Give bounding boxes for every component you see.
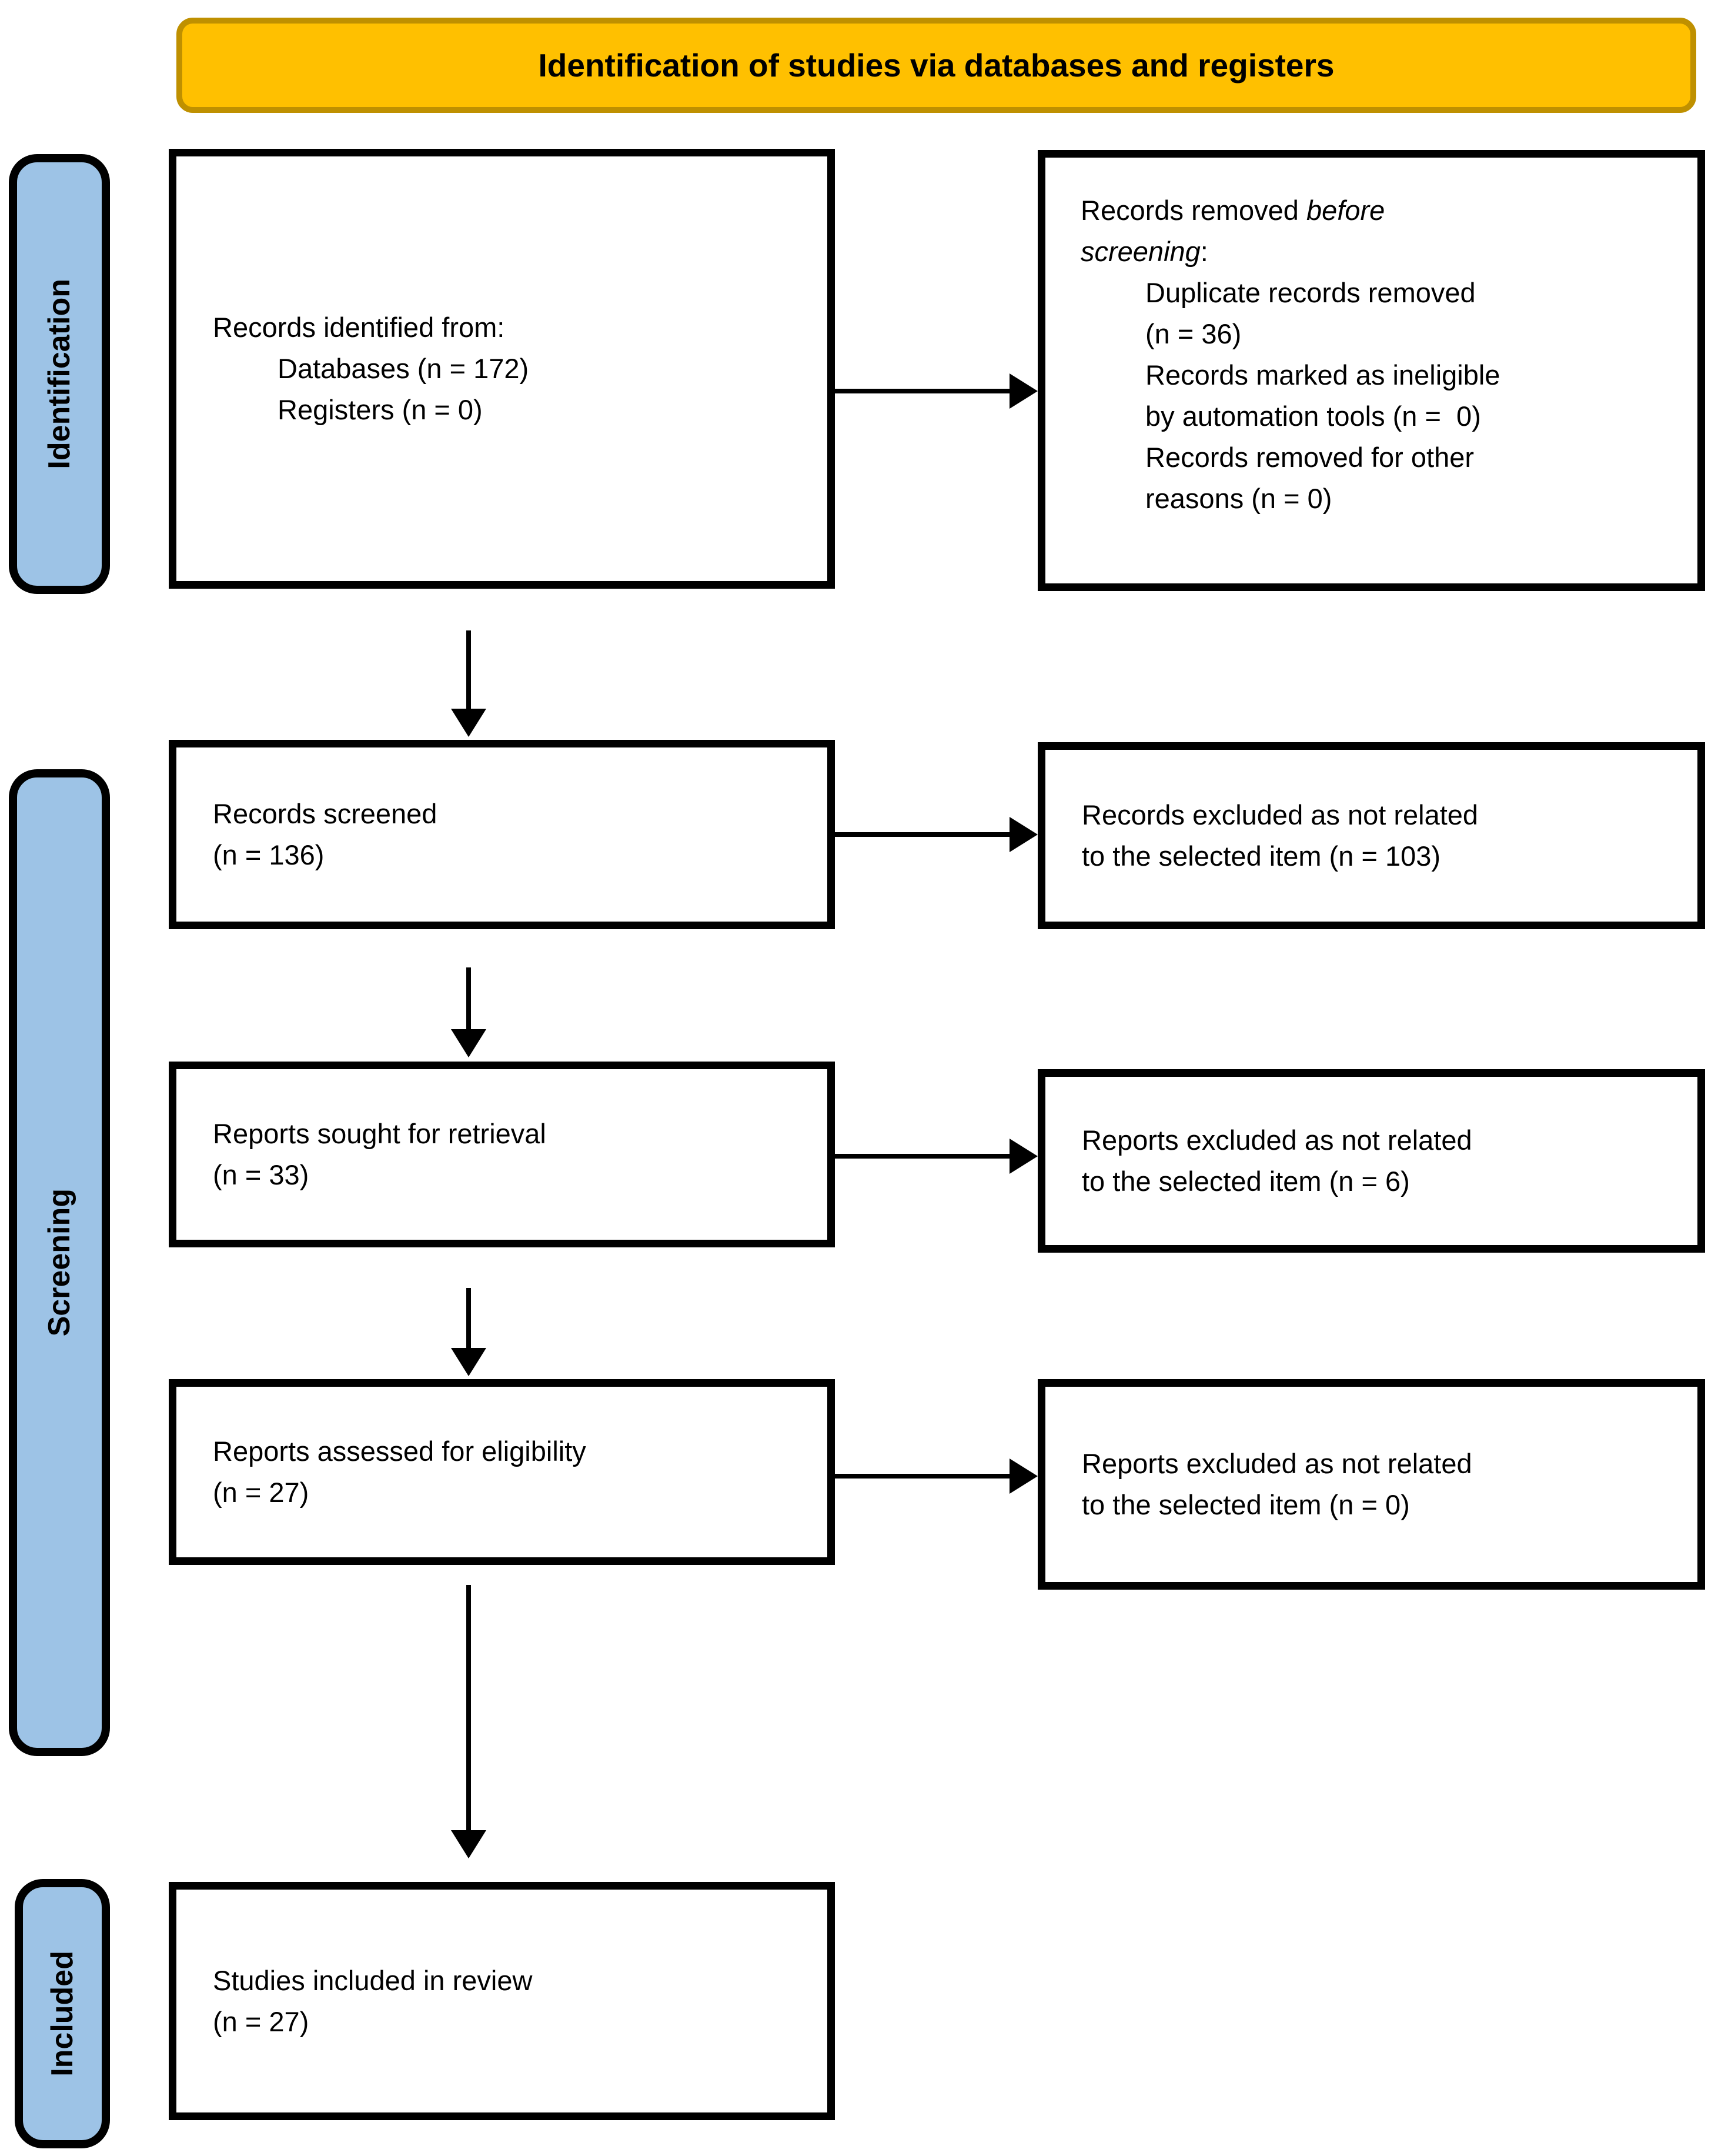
arrow-screened-to-excluded-head [1010, 817, 1038, 852]
box-records-screened: Records screened (n = 136) [169, 740, 835, 929]
arrow-sought-to-assessed-shaft [466, 1288, 471, 1349]
text-line: reasons (n = 0) [1145, 483, 1332, 514]
text-line: Reports sought for retrieval [213, 1118, 546, 1149]
text-line: (n = 36) [1145, 318, 1242, 349]
arrow-assessed-to-included-head [451, 1830, 486, 1858]
records-identified-items: Databases (n = 172) Registers (n = 0) [278, 348, 810, 430]
box-reports-excluded-retrieval: Reports excluded as not related to the s… [1038, 1069, 1705, 1253]
text-line: (n = 33) [213, 1159, 309, 1190]
text-line: screening: [1081, 236, 1208, 267]
text-line: Duplicate records removed [1145, 277, 1476, 308]
text-line: (n = 136) [213, 839, 325, 870]
phase-label-included-text: Included [45, 1951, 79, 2077]
text-line: by automation tools (n = 0) [1145, 401, 1481, 432]
box-studies-included: Studies included in review (n = 27) [169, 1882, 835, 2120]
arrow-screened-to-sought-shaft [466, 967, 471, 1030]
arrow-sought-to-excluded-shaft [835, 1154, 1011, 1159]
arrow-sought-to-assessed-head [451, 1348, 486, 1376]
text-line: Databases (n = 172) [278, 353, 529, 384]
text-line: Records removed before [1081, 195, 1385, 226]
text-line: Records screened [213, 798, 437, 829]
arrow-assessed-to-excluded-shaft [835, 1474, 1011, 1479]
text-line: Registers (n = 0) [278, 394, 483, 425]
arrow-screened-to-sought-head [451, 1029, 486, 1057]
arrow-assessed-to-included-shaft [466, 1585, 471, 1831]
box-reports-assessed: Reports assessed for eligibility (n = 27… [169, 1379, 835, 1565]
box-records-identified: Records identified from: Databases (n = … [169, 149, 835, 589]
text-line: Records removed for other [1145, 442, 1475, 473]
box-records-removed-before-screening: Records removed before screening: Duplic… [1038, 150, 1705, 591]
arrow-identified-to-screened-head [451, 709, 486, 737]
text-line: (n = 27) [213, 1477, 309, 1508]
text-line: Reports excluded as not related [1082, 1448, 1472, 1479]
arrow-sought-to-excluded-head [1010, 1139, 1038, 1174]
text-line: Records identified from: [213, 312, 505, 343]
banner-title: Identification of studies via databases … [538, 47, 1335, 84]
text-line: Studies included in review [213, 1964, 533, 1996]
text-line: to the selected item (n = 103) [1082, 840, 1441, 872]
arrow-assessed-to-excluded-head [1010, 1459, 1038, 1494]
box-records-excluded: Records excluded as not related to the s… [1038, 742, 1705, 929]
text-line: Reports assessed for eligibility [213, 1436, 586, 1467]
banner: Identification of studies via databases … [176, 18, 1696, 113]
text-line: to the selected item (n = 0) [1082, 1489, 1410, 1520]
text-line: Records marked as ineligible [1145, 359, 1500, 391]
phase-label-included: Included [15, 1879, 110, 2148]
text-line: (n = 27) [213, 2005, 309, 2037]
records-removed-items: Duplicate records removed (n = 36) Recor… [1145, 272, 1677, 519]
phase-label-identification-text: Identification [42, 279, 76, 469]
arrow-identified-to-screened-shaft [466, 630, 471, 710]
text-line: Reports excluded as not related [1082, 1124, 1472, 1156]
box-reports-sought: Reports sought for retrieval (n = 33) [169, 1062, 835, 1247]
phase-label-screening-text: Screening [42, 1189, 76, 1337]
phase-label-identification: Identification [9, 154, 110, 594]
phase-label-screening: Screening [9, 769, 110, 1756]
text-line: Records excluded as not related [1082, 799, 1479, 830]
arrow-identified-to-removed-head [1010, 373, 1038, 409]
arrow-screened-to-excluded-shaft [835, 832, 1011, 837]
box-reports-excluded-eligibility: Reports excluded as not related to the s… [1038, 1379, 1705, 1590]
arrow-identified-to-removed-shaft [835, 389, 1011, 393]
text-line: to the selected item (n = 6) [1082, 1166, 1410, 1197]
